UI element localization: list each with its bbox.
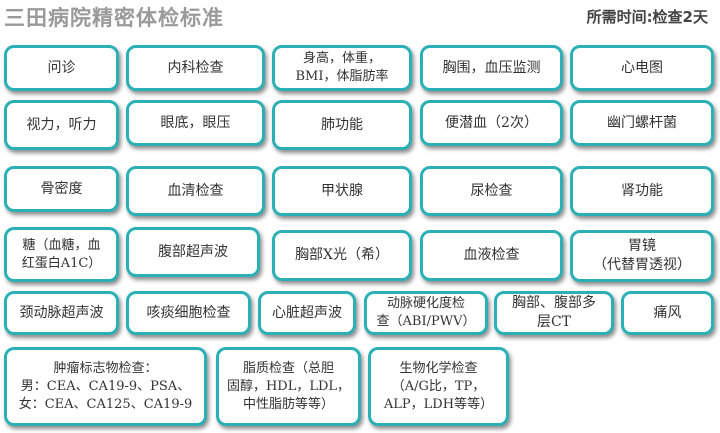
item-h-pylori: 幽门螺杆菌 [570, 100, 714, 146]
item-thyroid: 甲状腺 [272, 166, 412, 216]
item-heart-ultrasound: 心脏超声波 [258, 291, 356, 335]
item-label: 糖（血糖，血 红蛋白A1C） [21, 237, 102, 271]
item-label: 视力，听力 [26, 116, 97, 133]
item-multislice-ct: 胸部、腹部多 层CT [494, 291, 614, 335]
item-lung-function: 肺功能 [272, 100, 412, 150]
item-gastroscopy: 胃镜 （代替胃透视） [570, 230, 714, 282]
item-blood-sugar: 糖（血糖，血 红蛋白A1C） [4, 227, 119, 282]
item-label: 血清检查 [167, 182, 224, 199]
item-blood-test: 血液检查 [420, 230, 563, 281]
item-lipid-test: 脂质检查（总胆 固醇，HDL，LDL， 中性脂肪等等） [216, 347, 361, 426]
page-title: 三田病院精密体检标准 [4, 6, 224, 30]
item-label: 眼底，眼压 [160, 114, 231, 131]
item-label: 幽门螺杆菌 [607, 114, 677, 131]
item-tumor-markers: 肿瘤标志物检查： 男：CEA、CA19-9、PSA、 女：CEA、CA125、C… [4, 347, 207, 426]
item-label: 胸部、腹部多 层CT [512, 295, 596, 330]
item-label: 骨密度 [40, 180, 83, 197]
item-label: 肾功能 [621, 182, 663, 199]
item-label: 便潜血（2次） [445, 114, 538, 131]
exam-duration: 所需时间:检查2天 [586, 8, 708, 26]
item-ecg: 心电图 [570, 45, 714, 91]
item-label: 身高，体重， BMI，体脂肪率 [295, 51, 389, 84]
item-vision-hearing: 视力，听力 [4, 100, 119, 150]
item-label: 心电图 [621, 59, 663, 76]
item-bone-density: 骨密度 [4, 166, 119, 212]
item-label: 生物化学检查 （A/G比，TP， ALP，LDH等等） [383, 360, 494, 412]
item-label: 腹部超声波 [158, 243, 228, 260]
item-internal-medicine: 内科检查 [126, 45, 265, 91]
item-urine-test: 尿检查 [420, 166, 563, 216]
item-sputum-cytology: 咳痰细胞检查 [126, 291, 251, 335]
item-consultation: 问诊 [4, 45, 119, 91]
item-label: 胸部X光（希） [295, 247, 389, 263]
item-label: 颈动脉超声波 [19, 304, 104, 321]
item-occult-blood: 便潜血（2次） [420, 100, 563, 146]
item-label: 内科检查 [167, 59, 224, 76]
item-label: 血液检查 [463, 247, 520, 263]
item-label: 肿瘤标志物检查： 男：CEA、CA19-9、PSA、 女：CEA、CA125、C… [18, 360, 193, 412]
item-label: 痛风 [653, 304, 682, 321]
item-label: 甲状腺 [321, 182, 363, 199]
item-gout: 痛风 [621, 291, 714, 335]
item-label: 动脉硬化度检 查（ABI/PWV） [376, 296, 476, 329]
item-kidney-function: 肾功能 [570, 166, 714, 216]
item-arterial-stiffness: 动脉硬化度检 查（ABI/PWV） [364, 291, 488, 335]
item-label: 尿检查 [470, 182, 513, 199]
item-label: 脂质检查（总胆 固醇，HDL，LDL， 中性脂肪等等） [226, 360, 351, 412]
item-carotid-ultrasound: 颈动脉超声波 [4, 291, 119, 335]
item-label: 问诊 [47, 59, 76, 76]
item-chest-blood-pressure: 胸围，血压监测 [420, 45, 563, 91]
item-body-measurements: 身高，体重， BMI，体脂肪率 [272, 45, 412, 91]
item-serum-test: 血清检查 [126, 166, 265, 216]
item-fundus-eye-pressure: 眼底，眼压 [126, 100, 265, 146]
item-label: 咳痰细胞检查 [146, 304, 231, 321]
item-label: 心脏超声波 [272, 304, 342, 321]
item-label: 胸围，血压监测 [442, 59, 541, 76]
item-label: 胃镜 （代替胃透视） [593, 238, 691, 273]
item-biochemistry-test: 生物化学检查 （A/G比，TP， ALP，LDH等等） [368, 347, 509, 426]
item-chest-xray: 胸部X光（希） [272, 230, 412, 281]
item-abdominal-ultrasound: 腹部超声波 [126, 227, 260, 277]
item-label: 肺功能 [321, 116, 363, 133]
